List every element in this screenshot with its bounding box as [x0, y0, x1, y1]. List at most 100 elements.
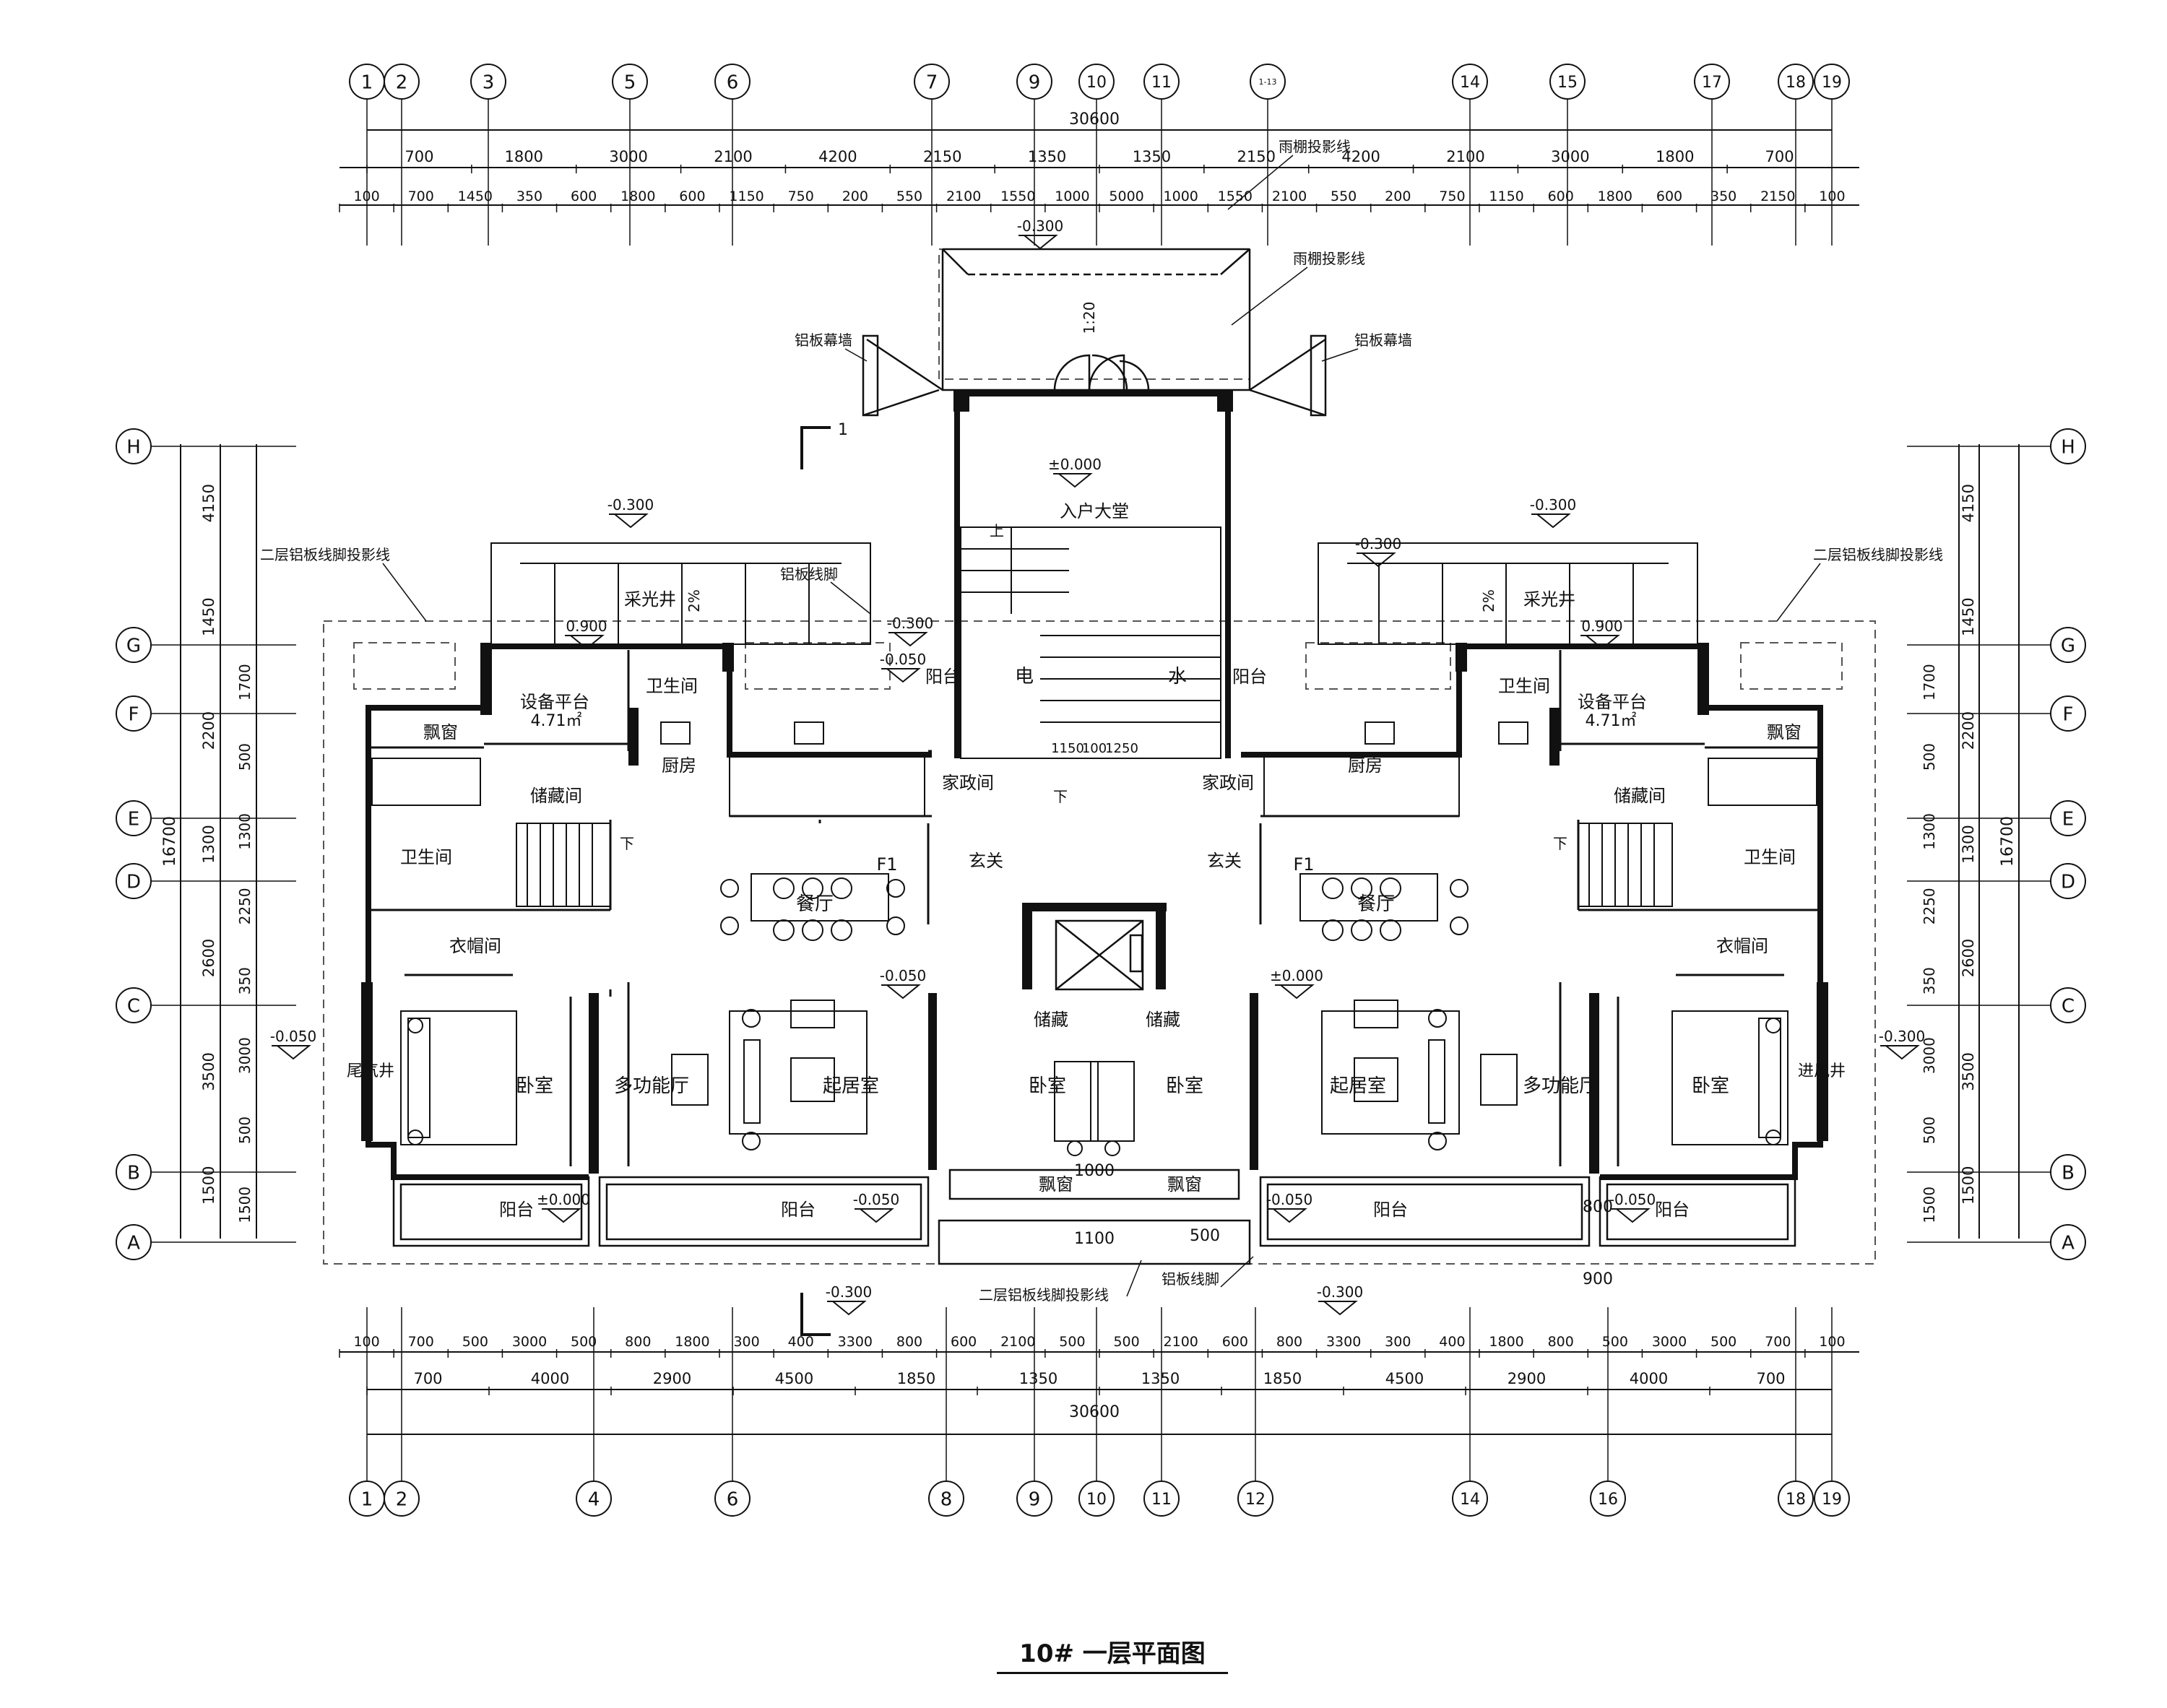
room-left-7: 家政间 [942, 773, 994, 793]
core-stairs [960, 526, 1221, 759]
bottom-axis-11-label: 11 [1151, 1491, 1172, 1509]
room-left-14: 起居室 [823, 1075, 879, 1097]
dim-1800: 1800 [505, 148, 543, 165]
dim-3000: 3000 [512, 1334, 547, 1350]
bottom-axis-10-label: 10 [1086, 1491, 1107, 1509]
dim-1850: 1850 [1263, 1370, 1302, 1387]
room-right-13: 多功能厅 [1523, 1075, 1598, 1097]
dim-700: 700 [1765, 148, 1794, 165]
dim-800: 800 [896, 1334, 922, 1350]
note-11: 2% [1480, 589, 1497, 612]
right-axis-A-label: A [2062, 1232, 2075, 1254]
dim-400: 400 [1439, 1334, 1465, 1350]
vdim-2250: 2250 [236, 888, 254, 924]
vdim-4150: 4150 [200, 484, 217, 522]
room-right-15: 进风井 [1798, 1062, 1846, 1080]
dim-1800: 1800 [1656, 148, 1694, 165]
dim-100: 100 [353, 1334, 379, 1350]
annotation-labels: 雨棚投影线雨棚投影线铝板幕墙铝板幕墙二层铝板线脚投影线二层铝板线脚投影线二层铝板… [260, 138, 1943, 1304]
room-right-11: 玄关 [1207, 851, 1242, 871]
misc-dim-6: 800 [1583, 1198, 1613, 1216]
structural-columns [361, 390, 1828, 1174]
room-right-14: 起居室 [1330, 1075, 1386, 1097]
room-left-11: 玄关 [969, 851, 1003, 871]
dim-300: 300 [1385, 1334, 1411, 1350]
dim-700: 700 [408, 1334, 434, 1350]
room-right-12: 卧室 [1692, 1075, 1729, 1097]
right-axis-E-label: E [2062, 808, 2074, 830]
left-axis-B-label: B [127, 1162, 140, 1184]
room-left-3: 飘窗 [423, 722, 458, 742]
room-right-0: 设备平台 [1578, 692, 1647, 712]
dim-500: 500 [1113, 1334, 1139, 1350]
dim-750: 750 [788, 188, 814, 204]
vdim-1500: 1500 [236, 1187, 254, 1223]
right-axis-H-label: H [2061, 436, 2075, 458]
vdim-3000: 3000 [1921, 1037, 1938, 1074]
room-left-17: 阳台 [781, 1200, 816, 1220]
misc-dim-3: 1000 [1074, 1162, 1115, 1180]
room-right-5: 卫生间 [1744, 847, 1796, 867]
dim-350: 350 [516, 188, 542, 204]
dim-500: 500 [1059, 1334, 1085, 1350]
vdim-500: 500 [1921, 743, 1938, 771]
section-mark-top: 1 [838, 421, 848, 439]
room-left-21: 采光井 [624, 589, 676, 610]
dim-700: 700 [1756, 1370, 1785, 1387]
room-left-0: 设备平台 [520, 692, 589, 712]
dim-700: 700 [405, 148, 433, 165]
furniture [371, 721, 1817, 1156]
bottom-axis-9-label: 9 [1029, 1488, 1041, 1510]
room-left-15: 尾气井 [347, 1062, 394, 1080]
vdim-1500: 1500 [1921, 1187, 1938, 1223]
core-5: 上 [990, 522, 1004, 539]
top-axis-9-label: 9 [1029, 71, 1041, 93]
left-axis-A-label: A [127, 1232, 140, 1254]
dim-700: 700 [1765, 1334, 1791, 1350]
vdim-1700: 1700 [1921, 664, 1938, 701]
dim-600: 600 [1548, 188, 1574, 204]
dim-2100: 2100 [1446, 148, 1484, 165]
room-right-19: 卧室 [1166, 1075, 1203, 1097]
drawing-title: 10# 一层平面图 [997, 1634, 1228, 1674]
note-5: 二层铝板线脚投影线 [1813, 546, 1943, 563]
vdim-1500: 1500 [200, 1166, 217, 1205]
dim-3000: 3000 [1551, 148, 1589, 165]
elevator [1055, 919, 1144, 991]
level--0.300: -0.300 [1355, 535, 1401, 552]
room-right-17: 阳台 [1373, 1200, 1408, 1220]
dim-2900: 2900 [1508, 1370, 1546, 1387]
room-right-18: 储藏 [1146, 1010, 1180, 1030]
right-axis-F-label: F [2063, 703, 2074, 725]
dim-700: 700 [413, 1370, 442, 1387]
level--0.300: -0.300 [1879, 1028, 1925, 1045]
vdim-3500: 3500 [1960, 1052, 1977, 1091]
note-6: 二层铝板线脚投影线 [979, 1286, 1109, 1304]
room-left-12: 卧室 [516, 1075, 553, 1097]
top-axis-17-label: 17 [1702, 74, 1722, 92]
room-right-4: 储藏间 [1614, 786, 1666, 806]
room-right-9: 餐厅 [1357, 893, 1395, 915]
level--0.050: -0.050 [880, 651, 926, 668]
room-left-6: 厨房 [662, 755, 696, 776]
room-right-6: 厨房 [1348, 755, 1383, 776]
vdim-500: 500 [236, 743, 254, 771]
right-axis-C-label: C [2062, 995, 2075, 1017]
core-3: 阳台 [925, 667, 960, 687]
dim-1850: 1850 [897, 1370, 935, 1387]
dim-2150: 2150 [923, 148, 961, 165]
misc-dim-1: 100 [1082, 741, 1107, 756]
left-axis-H-label: H [126, 436, 141, 458]
room-right-21: 采光井 [1523, 589, 1575, 610]
top-axis-10-label: 10 [1086, 74, 1107, 92]
dim-400: 400 [788, 1334, 814, 1350]
level--0.300: -0.300 [826, 1283, 872, 1301]
room-right-16: 阳台 [1655, 1200, 1690, 1220]
room-right-10: F1 [1293, 854, 1314, 875]
misc-dim-4: 1100 [1074, 1230, 1115, 1248]
dim-3000: 3000 [609, 148, 647, 165]
vdim-350: 350 [1921, 967, 1938, 994]
level--0.300: -0.300 [1317, 1283, 1363, 1301]
